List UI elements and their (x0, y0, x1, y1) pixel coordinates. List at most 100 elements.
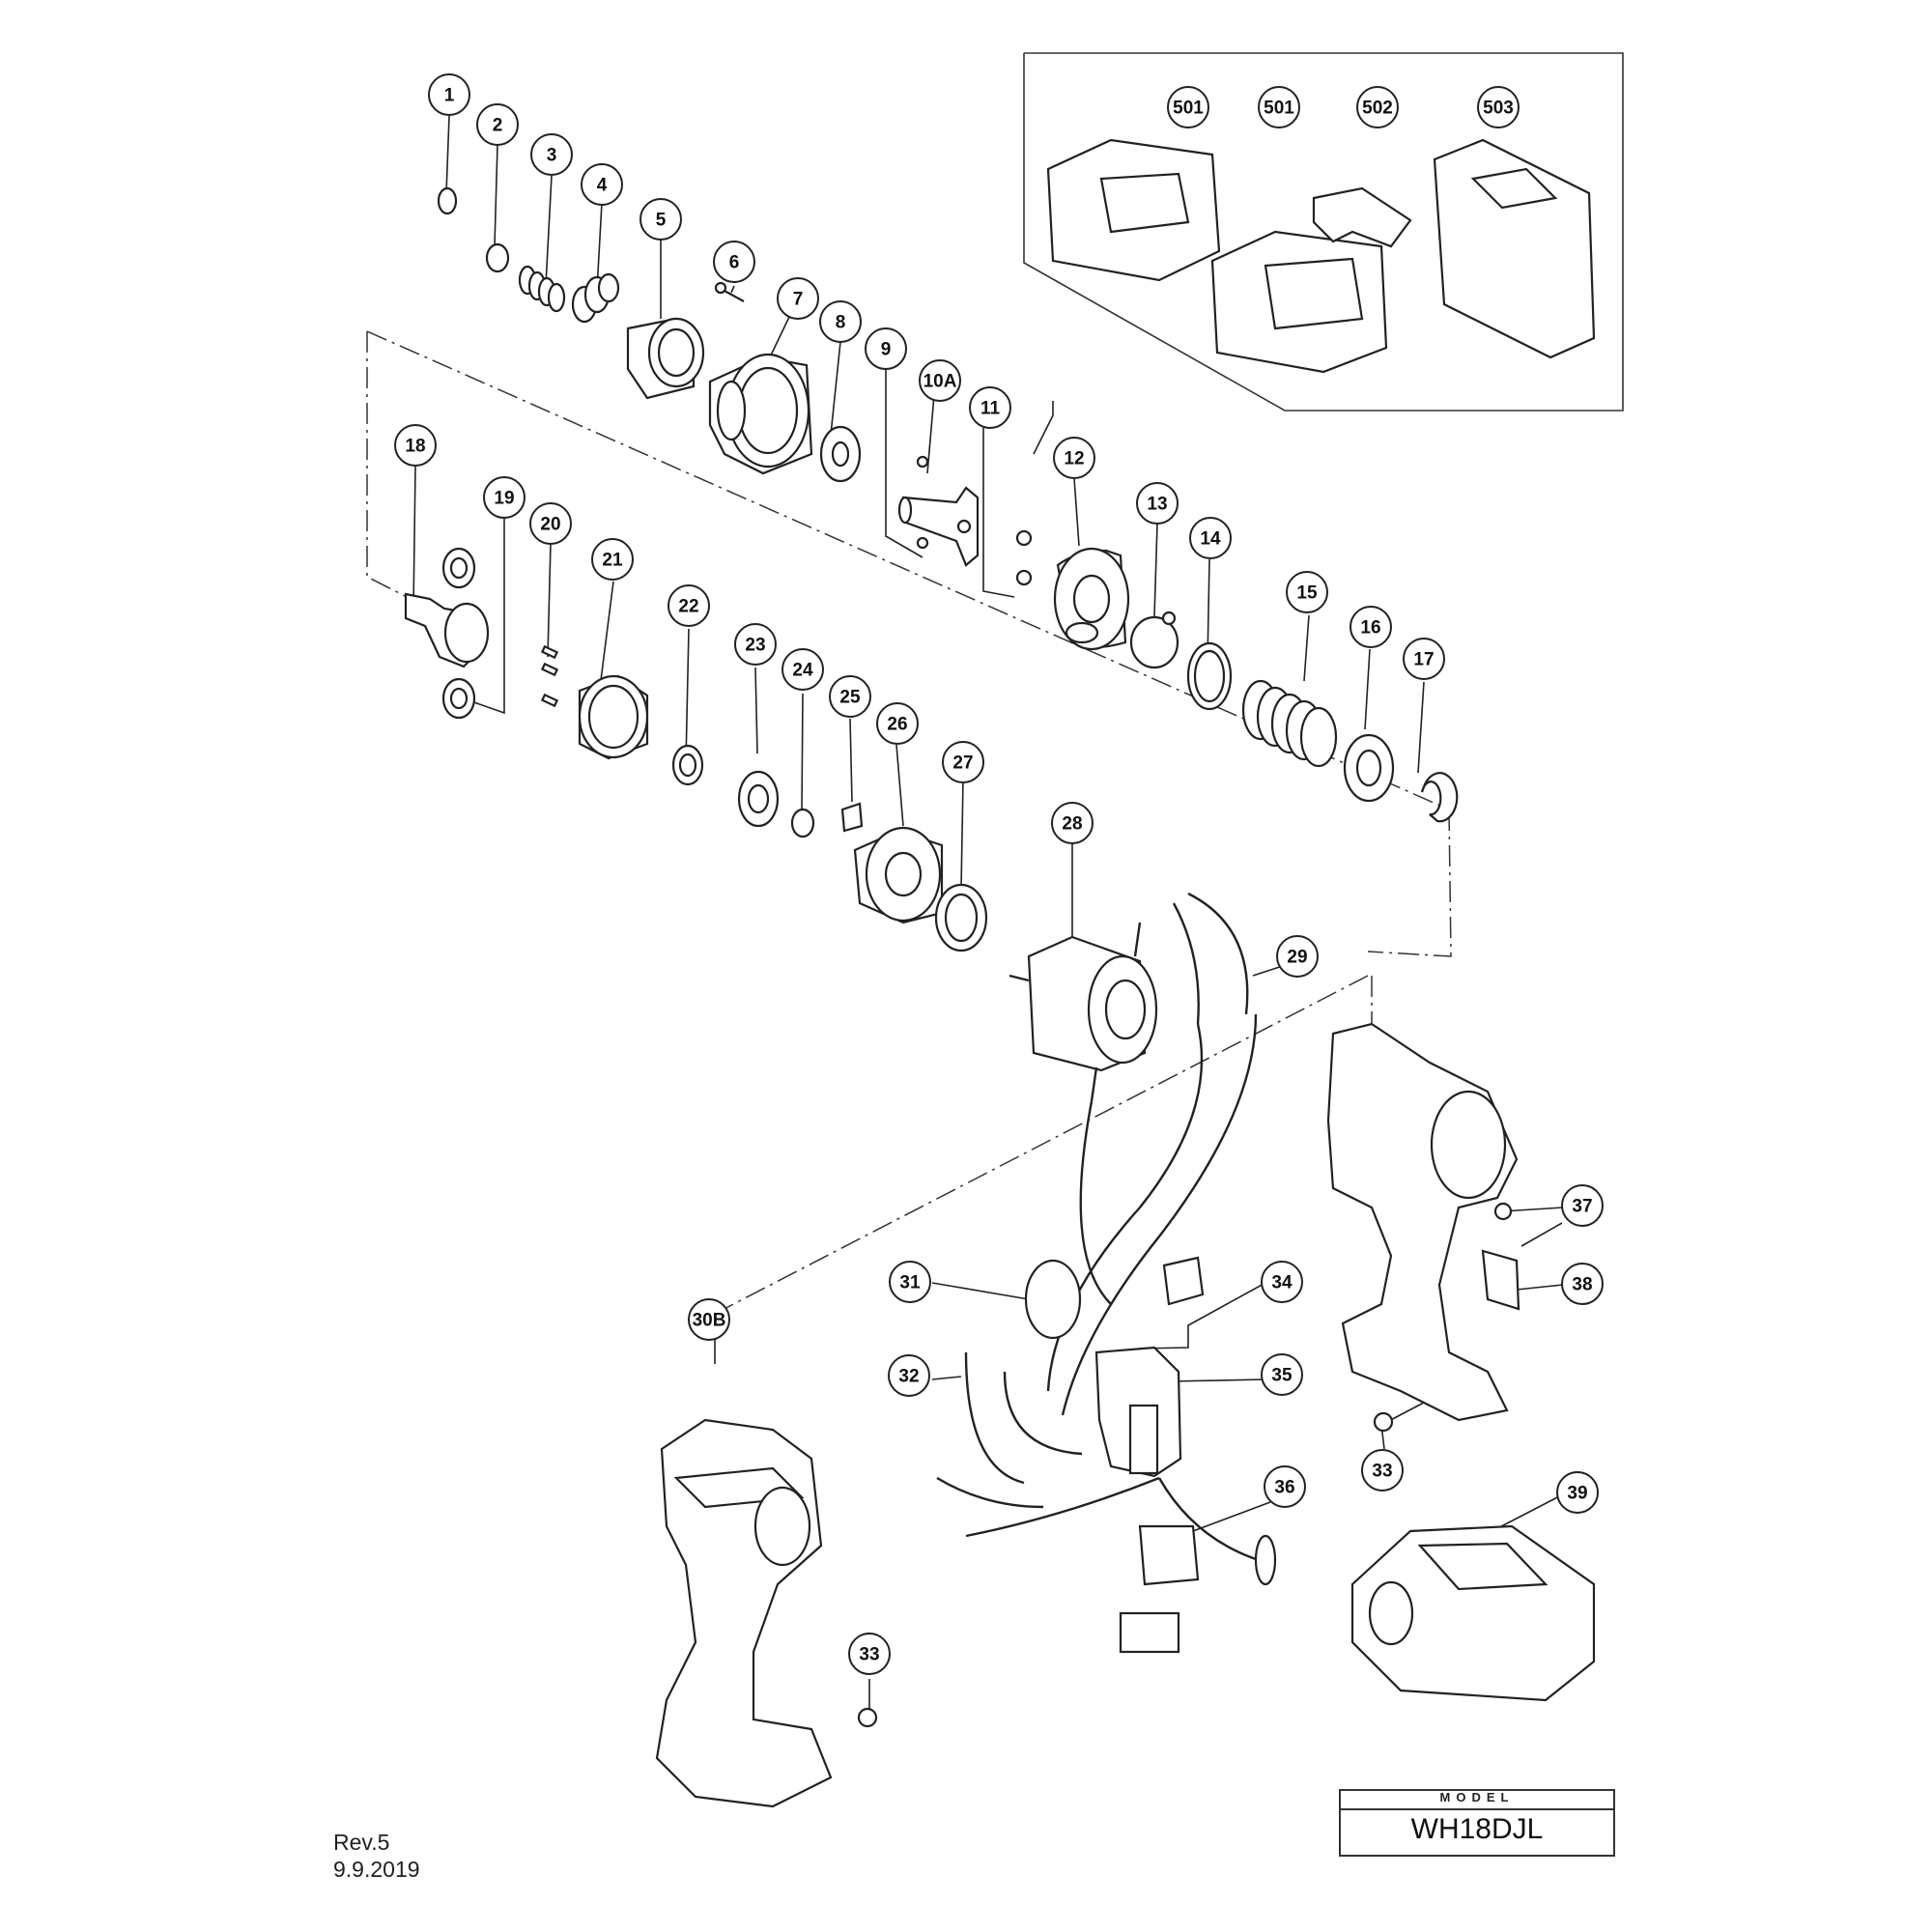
callout-31: 31 (889, 1261, 931, 1303)
wire-harness (936, 892, 1276, 1567)
callout-number: 3 (547, 146, 557, 166)
callout-28: 28 (1051, 802, 1094, 844)
callout-circle (1561, 1184, 1604, 1227)
callout-number: 19 (494, 489, 514, 509)
carrying-case-503 (1433, 138, 1596, 359)
callout-circle (777, 277, 819, 320)
gear-case-group (578, 674, 988, 952)
charger-1 (1046, 138, 1221, 282)
callout-number: 5 (656, 211, 667, 231)
callout-number: 38 (1572, 1275, 1592, 1295)
motor-group (1009, 922, 1158, 1102)
callout-circle (394, 424, 437, 467)
callout-32: 32 (888, 1354, 930, 1397)
callout-number: 23 (745, 636, 765, 656)
callout-19: 19 (483, 476, 526, 519)
callout-circle (1189, 517, 1232, 559)
callout-circle (1350, 606, 1392, 648)
callout-circle (483, 476, 526, 519)
callout-502: 502 (1356, 86, 1399, 128)
callout-circle (1053, 437, 1095, 479)
callout-number: 501 (1173, 99, 1204, 119)
callout-36: 36 (1264, 1465, 1306, 1508)
adapter-502 (1312, 186, 1412, 248)
callout-circle (848, 1633, 891, 1675)
callout-22: 22 (668, 584, 710, 627)
callout-circle (942, 741, 984, 783)
callout-number: 1 (444, 86, 455, 106)
revision-note: Rev.5 9.9.2019 (333, 1829, 420, 1883)
callout-circle (1264, 1465, 1306, 1508)
revision-date: 9.9.2019 (333, 1857, 420, 1882)
callout-number: 31 (899, 1273, 921, 1293)
callout-24: 24 (781, 648, 824, 691)
callout-number: 29 (1287, 948, 1307, 968)
callout-circle (969, 386, 1011, 429)
callout-number: 6 (729, 253, 740, 273)
callout-number: 4 (597, 176, 608, 196)
hammer-case-group (626, 281, 862, 483)
callout-15: 15 (1286, 571, 1328, 613)
hammer-group (1053, 547, 1459, 823)
spindle-group (404, 547, 559, 720)
callout-circle (1258, 86, 1300, 128)
callout-circle (919, 359, 961, 402)
callout-33: 33 (848, 1633, 891, 1675)
callout-number: 15 (1296, 583, 1318, 604)
callout-circle (1477, 86, 1520, 128)
assembly-guide-lines (366, 330, 1452, 1315)
callout-circle (713, 241, 755, 283)
callout-10A: 10A (919, 359, 961, 402)
housing-right (1326, 1022, 1520, 1433)
callout-number: 11 (980, 399, 1001, 419)
callout-circle (819, 300, 862, 343)
callout-circle (476, 103, 519, 146)
callout-circle (1361, 1449, 1404, 1492)
callout-5: 5 (639, 198, 682, 241)
callout-8: 8 (819, 300, 862, 343)
callout-circle (1261, 1353, 1303, 1396)
callout-29: 29 (1276, 935, 1319, 978)
callout-number: 503 (1483, 99, 1514, 119)
callout-circle (734, 623, 777, 666)
callout-number: 12 (1064, 449, 1084, 469)
callout-circle (781, 648, 824, 691)
callout-30B: 30B (688, 1298, 730, 1341)
callout-number: 502 (1362, 99, 1393, 119)
callout-27: 27 (942, 741, 984, 783)
housing-left (655, 1418, 878, 1808)
callout-13: 13 (1136, 482, 1179, 525)
callout-circle (1561, 1263, 1604, 1305)
callout-circle (876, 702, 919, 745)
callout-number: 33 (1372, 1462, 1392, 1482)
callout-number: 34 (1271, 1273, 1293, 1293)
callout-number: 22 (678, 597, 698, 617)
switch-group (1024, 1256, 1277, 1654)
callout-number: 26 (887, 715, 907, 735)
callout-11: 11 (969, 386, 1011, 429)
callout-35: 35 (1261, 1353, 1303, 1396)
leader-lines (412, 115, 1564, 1710)
callout-circle (428, 73, 470, 116)
front-small-parts (437, 186, 620, 324)
callout-circle (591, 538, 634, 581)
callout-501: 501 (1258, 86, 1300, 128)
callout-number: 18 (405, 437, 425, 457)
callout-circle (1051, 802, 1094, 844)
callout-number: 27 (952, 753, 973, 774)
callout-circle (865, 327, 907, 370)
revision-number: Rev.5 (333, 1830, 390, 1855)
callout-circle (1556, 1471, 1599, 1514)
callout-number: 32 (898, 1367, 919, 1387)
callout-number: 35 (1271, 1366, 1293, 1386)
callout-503: 503 (1477, 86, 1520, 128)
callout-number: 14 (1200, 529, 1221, 550)
model-box (1339, 1789, 1615, 1857)
callout-1: 1 (428, 73, 470, 116)
callout-number: 13 (1147, 495, 1167, 515)
callout-23: 23 (734, 623, 777, 666)
callout-37: 37 (1561, 1184, 1604, 1227)
callout-9: 9 (865, 327, 907, 370)
callout-number: 7 (793, 290, 804, 310)
